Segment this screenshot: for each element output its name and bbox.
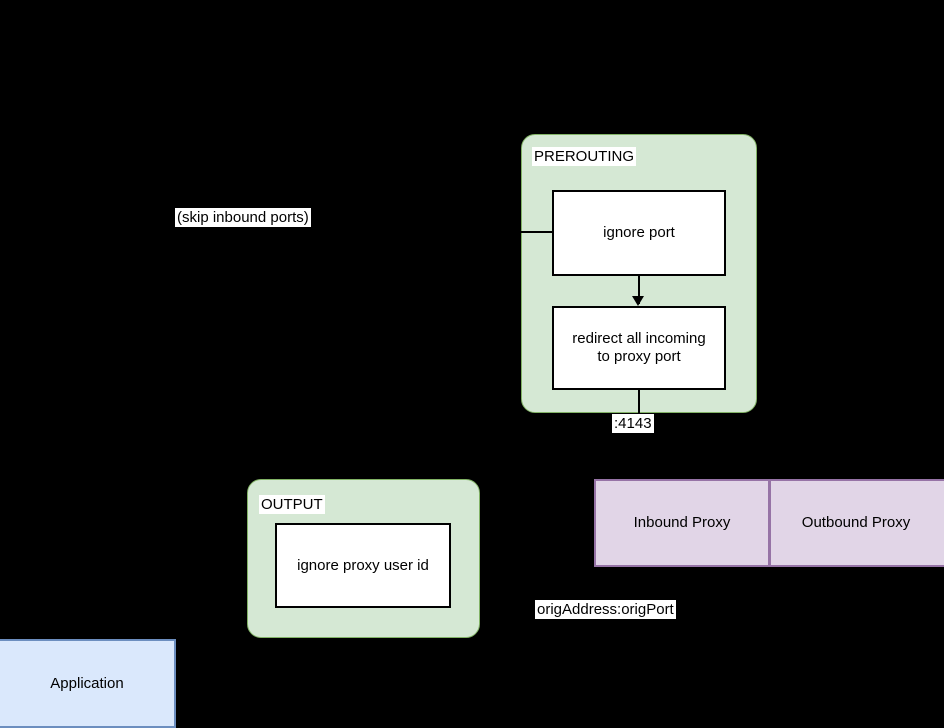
node-ignore-proxy-user-id-label: ignore proxy user id: [297, 556, 429, 574]
edge-label-orig-address-port: origAddress:origPort: [535, 600, 676, 619]
node-ignore-port[interactable]: ignore port: [552, 190, 726, 276]
box-outbound-proxy[interactable]: Outbound Proxy: [769, 479, 944, 567]
edge-incoming-traffic: [655, 0, 657, 182]
box-application[interactable]: Application: [0, 639, 176, 728]
node-ignore-proxy-user-id[interactable]: ignore proxy user id: [275, 523, 451, 608]
edge-redirect-to-inbound-proxy: [638, 390, 640, 480]
box-outbound-proxy-label: Outbound Proxy: [801, 514, 911, 531]
box-inbound-proxy-label: Inbound Proxy: [633, 514, 731, 531]
box-inbound-proxy[interactable]: Inbound Proxy: [594, 479, 770, 567]
edge-label-skip-inbound-ports: (skip inbound ports): [175, 208, 311, 227]
node-ignore-port-label: ignore port: [603, 224, 675, 241]
node-redirect-all-incoming[interactable]: redirect all incoming to proxy port: [552, 306, 726, 390]
edge-ignore-port-to-redirect: [638, 276, 640, 304]
edge-skip-inbound-ports: [521, 231, 553, 233]
pool-prerouting-label: PREROUTING: [532, 147, 637, 166]
pool-output-label: OUTPUT: [259, 495, 325, 514]
node-redirect-all-incoming-label: redirect all incoming to proxy port: [572, 330, 706, 365]
box-application-label: Application: [50, 674, 124, 692]
arrowhead-ignore-port-to-redirect: [632, 296, 644, 306]
edge-label-proxy-port: :4143: [612, 414, 654, 433]
